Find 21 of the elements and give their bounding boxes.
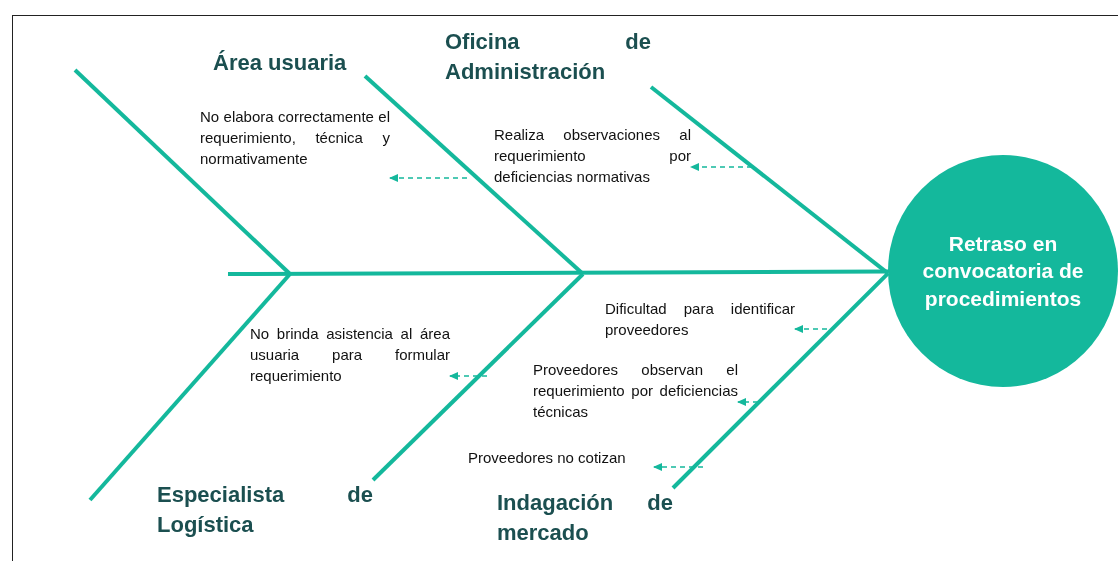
- arrow: [653, 463, 704, 471]
- effect-circle: Retraso en convocatoria de procedimientos: [888, 155, 1118, 387]
- cause-text: Realiza observaciones al requerimiento por deficiencias normativas: [494, 124, 691, 188]
- arrow: [737, 398, 759, 406]
- category-heading: Oficina de Administración: [445, 27, 651, 87]
- bone-line: [671, 272, 890, 490]
- category-heading: Área usuaria: [213, 48, 365, 78]
- arrow: [449, 372, 488, 380]
- category-heading: Especialista de Logística: [157, 480, 373, 540]
- cause-text: Proveedores no cotizan: [468, 447, 654, 469]
- cause-text: No elabora correctamente el requerimiento, técnica y normativamente: [200, 106, 390, 192]
- cause-text: Dificultad para identificar proveedores: [605, 298, 795, 341]
- bone-line: [228, 269, 888, 276]
- bone-line: [649, 85, 890, 275]
- arrow: [794, 325, 828, 333]
- arrow: [690, 163, 753, 171]
- cause-text: Proveedores observan el requerimiento por deficiencias técnicas: [533, 359, 738, 423]
- bone-line: [371, 272, 585, 482]
- cause-text: No brinda asistencia al área usuaria para formular requerimiento: [250, 323, 450, 387]
- category-heading: Indagación de mercado: [497, 488, 673, 548]
- arrow: [389, 174, 468, 182]
